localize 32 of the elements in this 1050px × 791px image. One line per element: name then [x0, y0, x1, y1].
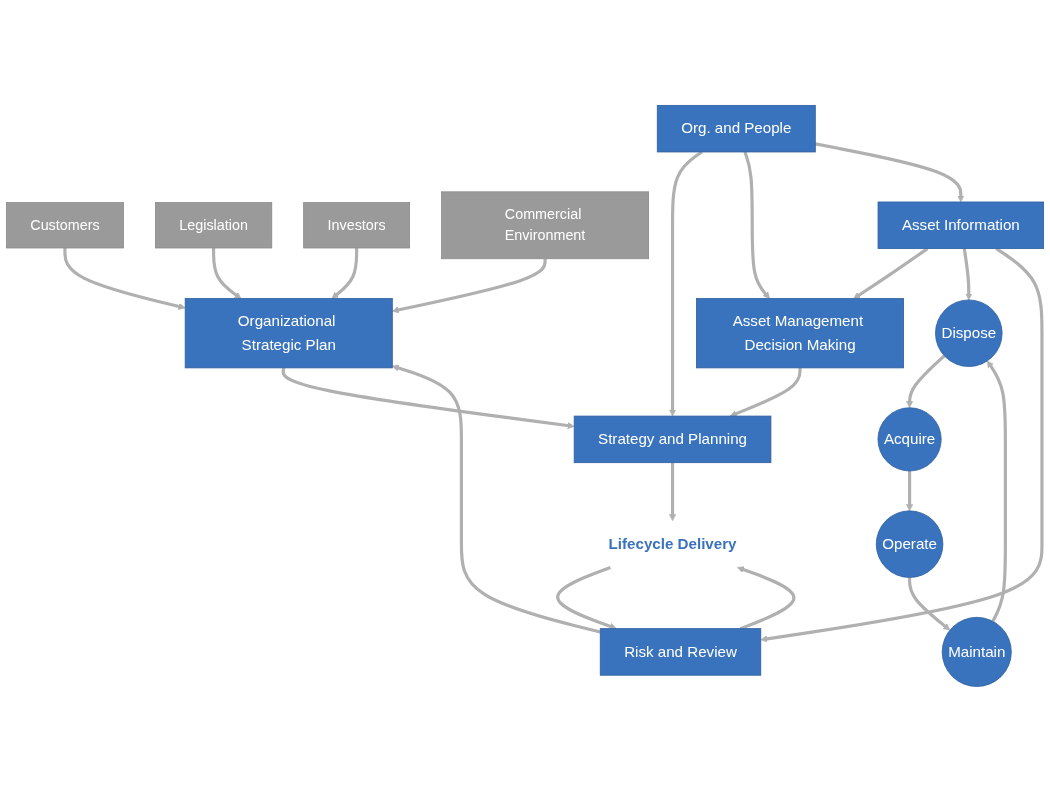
arrow	[556, 565, 617, 630]
arrow	[737, 565, 796, 630]
arrow	[331, 247, 359, 299]
arrow	[63, 247, 186, 310]
arrow	[212, 247, 242, 299]
node-box: Asset Management Decision Making	[696, 297, 904, 368]
arrow	[743, 150, 770, 299]
arrow	[906, 354, 946, 408]
arrow	[392, 258, 547, 313]
node-circle: Operate	[875, 510, 944, 578]
arrow	[669, 150, 703, 416]
arrow	[962, 247, 973, 300]
arrow	[908, 577, 951, 630]
node-circle: Acquire	[877, 406, 942, 471]
node-box: Organizational Strategic Plan	[184, 297, 393, 368]
node-box: Investors	[303, 201, 410, 248]
arrow	[729, 367, 802, 417]
node-box: Strategy and Planning	[573, 415, 772, 463]
arrow	[392, 364, 601, 634]
node-box: Customers	[5, 201, 124, 248]
arrow	[815, 141, 965, 202]
node-text: Lifecycle Delivery	[608, 534, 737, 552]
arrow	[987, 360, 1007, 622]
node-box: Risk and Review	[599, 627, 762, 676]
node-box: Org. and People	[656, 104, 816, 152]
node-box: Legislation	[155, 201, 273, 248]
node-box: Commercial Environment	[441, 190, 650, 259]
node-circle: Dispose	[935, 299, 1003, 367]
arrow	[906, 470, 914, 511]
arrow	[669, 462, 677, 521]
node-circle: Maintain	[941, 616, 1012, 687]
node-box: Asset Information	[877, 201, 1044, 249]
